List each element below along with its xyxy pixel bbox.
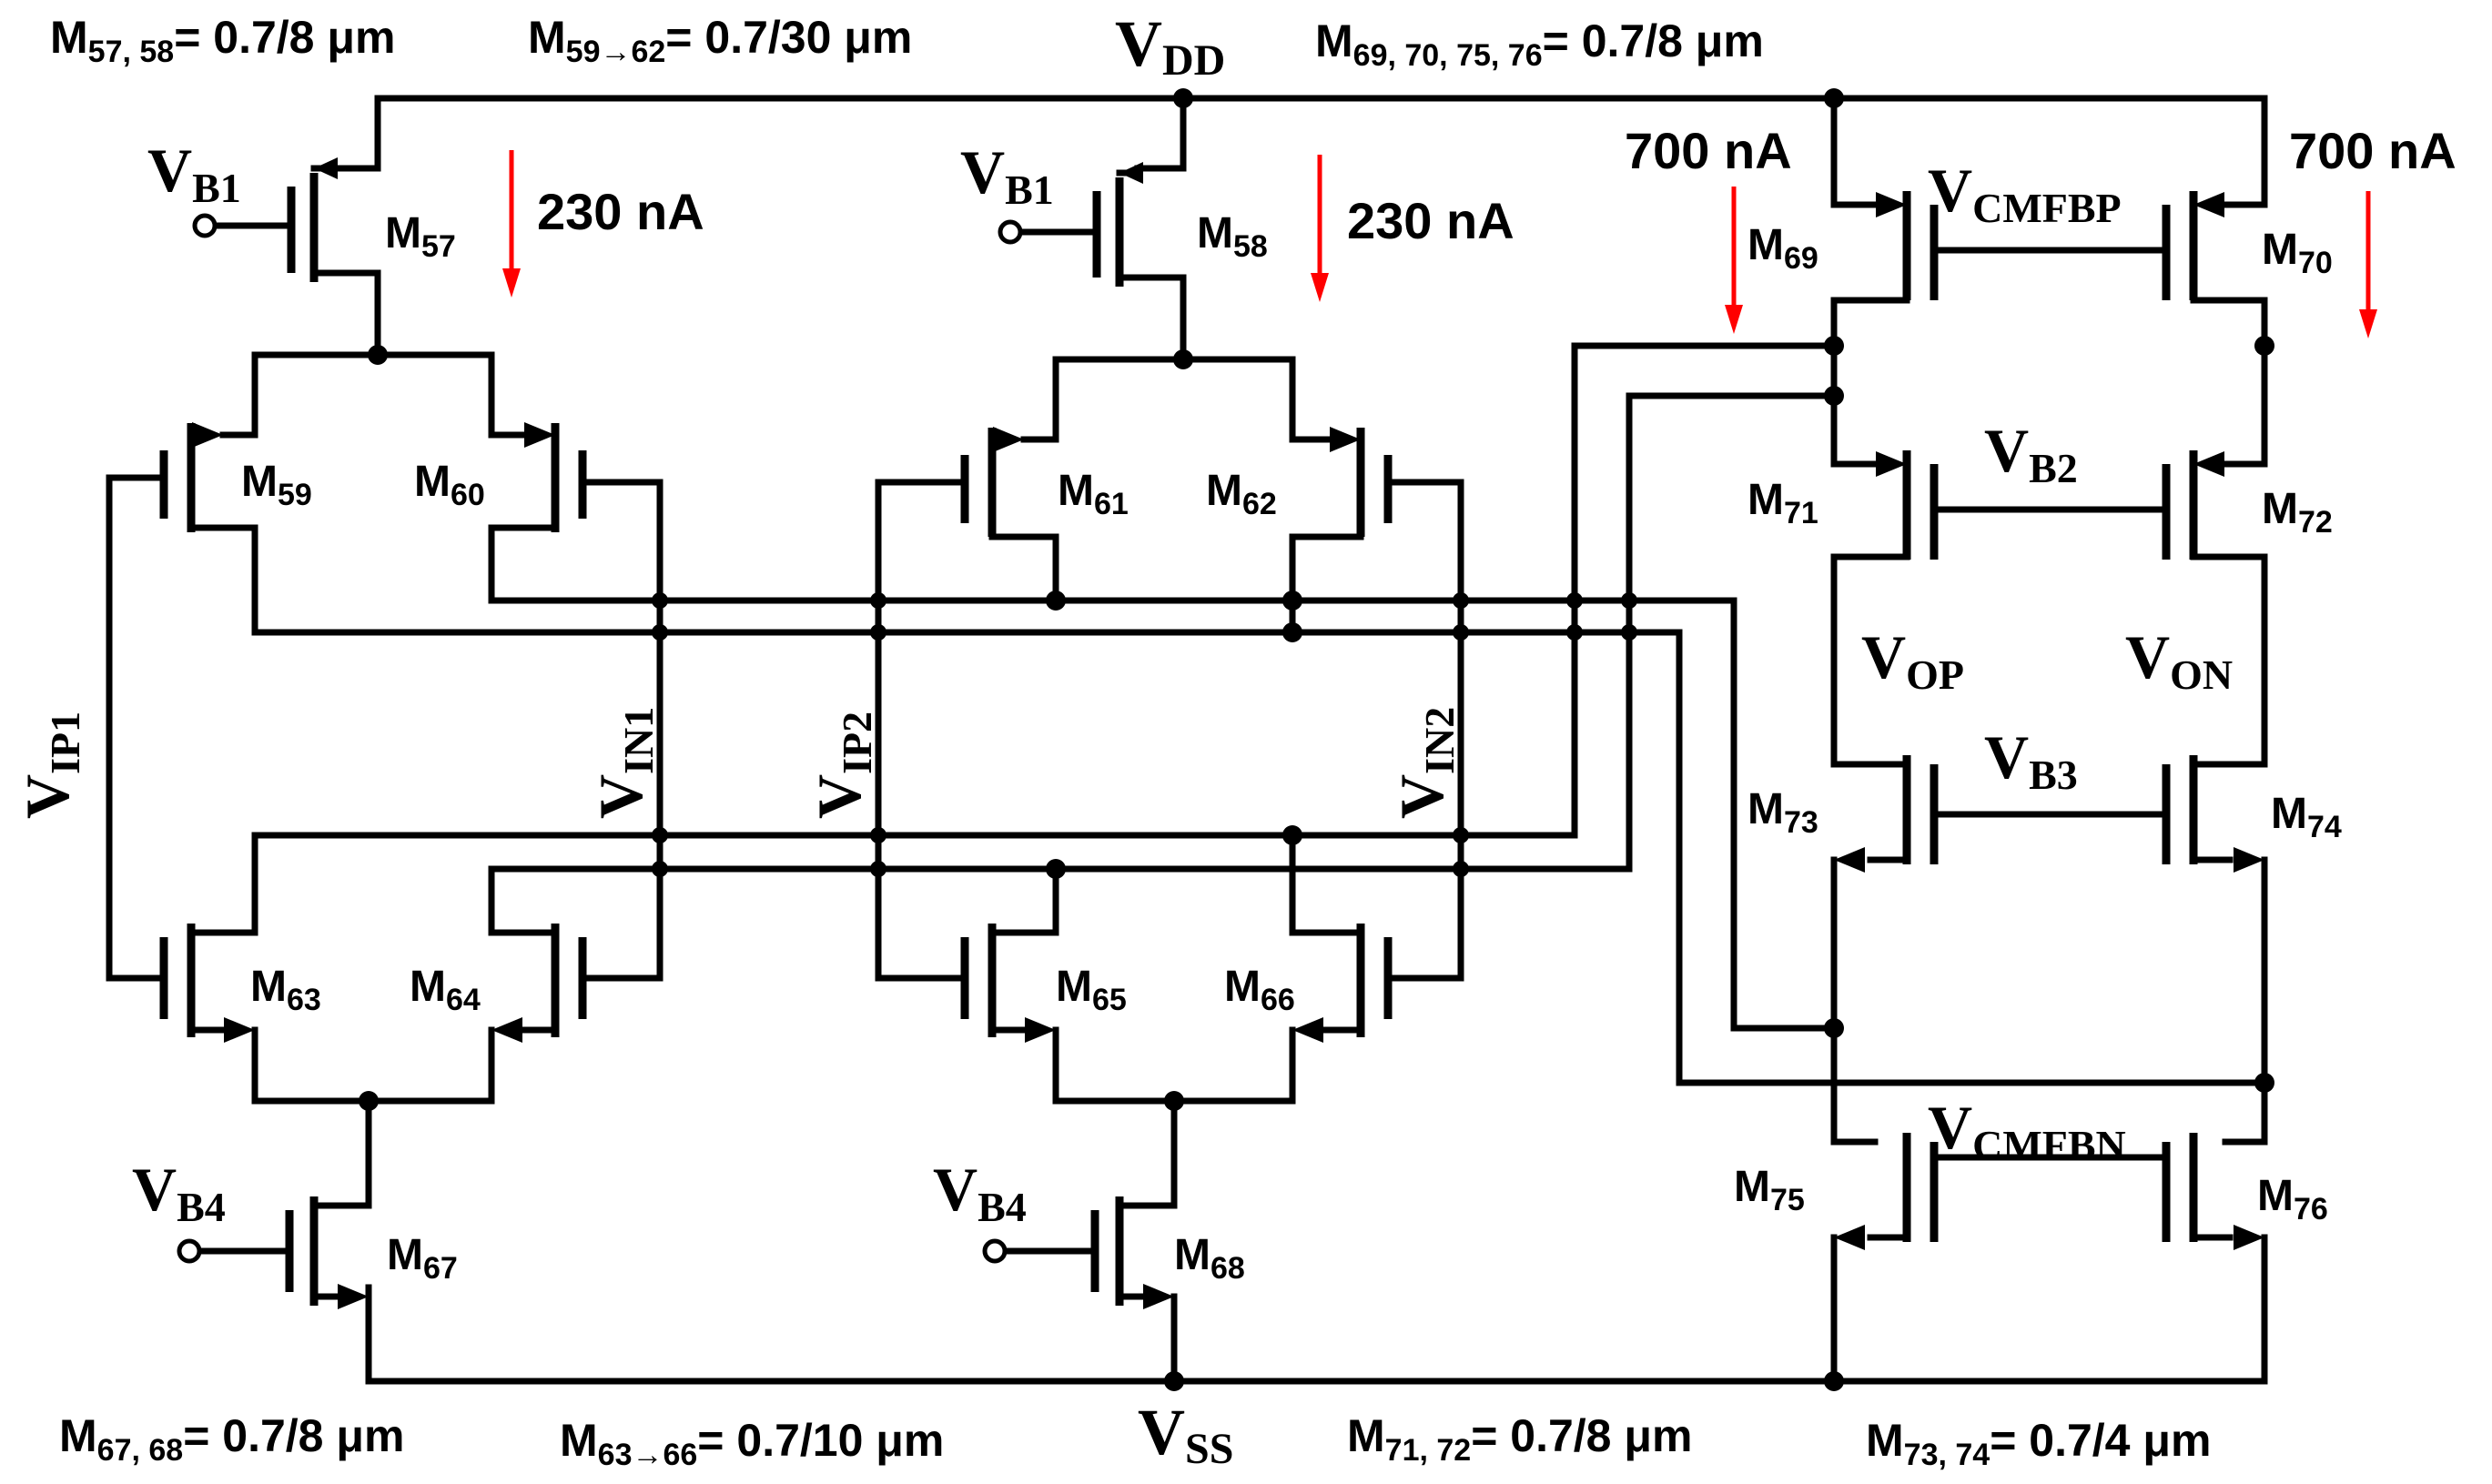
label-m71: M71	[1747, 476, 1818, 530]
size-label-m63-66: M63→66= 0.7/10 μm	[560, 1415, 944, 1472]
vb2-label: VB2	[1984, 416, 2078, 491]
size-label-m67-68: M67, 68= 0.7/8 μm	[59, 1410, 404, 1468]
current-arrows	[502, 150, 2377, 338]
label-m64: M64	[410, 963, 481, 1017]
diffpair-m61-m62	[875, 349, 1464, 982]
label-m63: M63	[250, 963, 321, 1017]
label-m65: M65	[1056, 963, 1127, 1017]
label-m72: M72	[2262, 485, 2333, 540]
label-m61: M61	[1058, 467, 1129, 521]
vdd-label: VDD	[1115, 7, 1225, 85]
vb1-label-left: VB1	[147, 136, 241, 211]
size-label-m57-58: M57, 58= 0.7/8 μm	[50, 12, 395, 69]
diffpair-m63-m64	[159, 832, 587, 1111]
vb1-label-mid: VB1	[960, 137, 1054, 213]
vb4-label-mid: VB4	[933, 1155, 1027, 1230]
transistor-m57	[192, 157, 381, 358]
label-m75: M75	[1734, 1163, 1805, 1217]
current-label-mid: 230 nA	[1347, 192, 1514, 249]
vb3-label: VB3	[1984, 722, 2078, 798]
vb4-label-left: VB4	[132, 1155, 226, 1230]
label-m74: M74	[2271, 790, 2342, 844]
label-m66: M66	[1224, 963, 1295, 1017]
label-m68: M68	[1174, 1231, 1245, 1286]
label-m59: M59	[241, 458, 312, 512]
vcmfbp-label: VCMFBP	[1928, 156, 2122, 231]
vop-label: VOP	[1861, 622, 1964, 698]
transistor-m68	[982, 1097, 1178, 1314]
output-stage	[1830, 95, 2268, 1385]
label-m69: M69	[1747, 221, 1818, 276]
vss-label: VSS	[1138, 1396, 1233, 1473]
label-m67: M67	[387, 1231, 458, 1286]
vss-rail	[365, 1284, 2268, 1391]
vcmfbn-label: VCMFBN	[1928, 1093, 2126, 1168]
diffpair-m65-m66	[960, 832, 1393, 1111]
vip1-label: VIP1	[13, 712, 88, 819]
input-lines	[106, 474, 1637, 982]
size-label-m69-76: M69, 70, 75, 76= 0.7/8 μm	[1315, 15, 1764, 73]
current-label-right2: 700 nA	[2289, 122, 2457, 179]
current-label-left: 230 nA	[537, 183, 704, 240]
vdd-rail	[329, 88, 2268, 172]
vin2-label: VIN2	[1387, 707, 1463, 819]
label-m58: M58	[1197, 209, 1268, 264]
size-label-m71-72: M71, 72= 0.7/8 μm	[1347, 1410, 1692, 1468]
transistor-m67	[177, 1097, 372, 1314]
size-label-m59-62: M59→62= 0.7/30 μm	[528, 12, 912, 69]
label-m70: M70	[2262, 226, 2333, 280]
vip2-label: VIP2	[805, 712, 880, 819]
size-label-m73-74: M73, 74= 0.7/4 μm	[1866, 1415, 2211, 1472]
label-m57: M57	[385, 209, 456, 264]
diffpair-m59-m60	[106, 345, 664, 982]
von-label: VON	[2125, 622, 2233, 698]
current-label-right1: 700 nA	[1625, 122, 1792, 179]
vin1-label: VIN1	[586, 707, 662, 819]
label-m62: M62	[1206, 467, 1277, 521]
label-m76: M76	[2257, 1172, 2328, 1227]
label-m73: M73	[1747, 785, 1818, 840]
label-m60: M60	[414, 458, 485, 512]
transistor-m58	[998, 162, 1187, 363]
